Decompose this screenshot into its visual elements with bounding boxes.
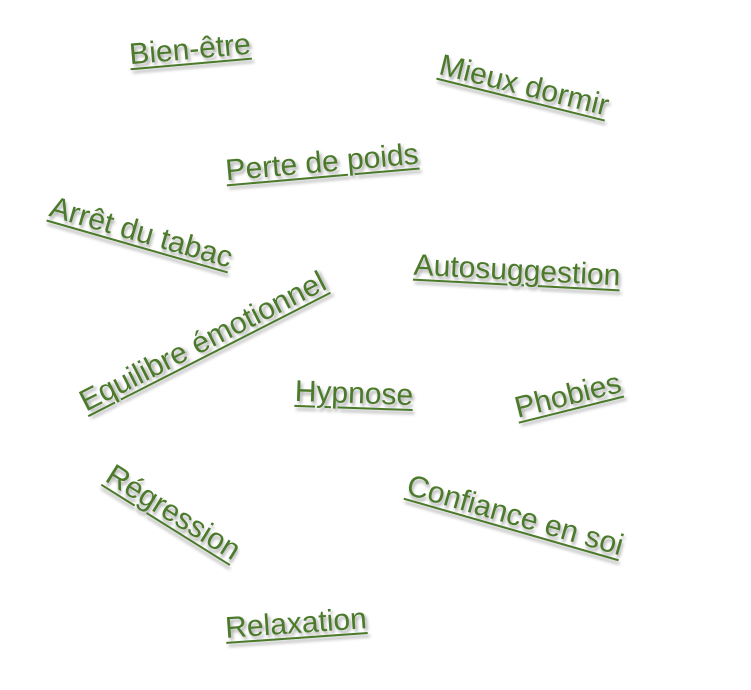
tag-bien-etre[interactable]: Bien-être (127, 27, 253, 72)
tag-regression[interactable]: Régression (100, 458, 247, 567)
tag-perte-de-poids[interactable]: Perte de poids (224, 137, 420, 188)
tag-autosuggestion[interactable]: Autosuggestion (412, 248, 622, 293)
tag-equilibre-emotionnel[interactable]: Equilibre émotionnel (74, 265, 332, 418)
tag-arret-du-tabac[interactable]: Arrêt du tabac (46, 190, 237, 275)
tag-mieux-dormir[interactable]: Mieux dormir (436, 48, 613, 123)
tag-hypnose[interactable]: Hypnose (294, 374, 414, 413)
tag-relaxation[interactable]: Relaxation (224, 602, 368, 645)
tag-confiance-en-soi[interactable]: Confiance en soi (403, 468, 628, 563)
tag-phobies[interactable]: Phobies (511, 366, 625, 425)
